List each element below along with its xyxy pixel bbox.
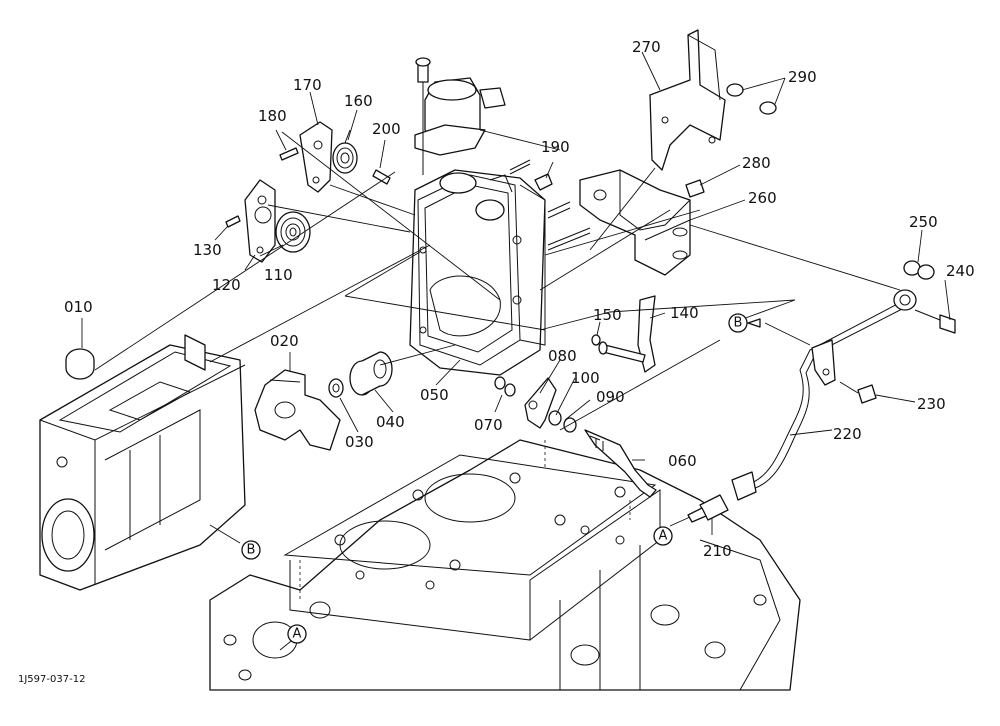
callout-210: 210: [703, 542, 732, 560]
callout-130: 130: [193, 241, 222, 259]
stop-solenoid: [414, 57, 506, 175]
part-010-plug: [65, 348, 95, 380]
callout-240: 240: [946, 262, 975, 280]
callout-150: 150: [593, 306, 622, 324]
callout-200: 200: [372, 120, 401, 138]
callout-290: 290: [788, 68, 817, 86]
o-rings-070: [494, 376, 516, 397]
callout-100: 100: [571, 369, 600, 387]
lever-080: [524, 377, 557, 429]
washers-250: [903, 260, 935, 280]
callout-010: 010: [64, 298, 93, 316]
sleeve-040: [349, 351, 393, 396]
plate-120: [244, 179, 276, 263]
callout-020: 020: [270, 332, 299, 350]
gear-case: [39, 334, 246, 591]
connector-a-block-label: A: [293, 627, 302, 642]
part-190-bolt: [509, 159, 591, 251]
fitting-210: [687, 494, 729, 523]
callout-220: 220: [833, 425, 862, 443]
callout-labels: 010 020 030 040 050 060 070 080 090 100 …: [64, 38, 975, 560]
callout-260: 260: [748, 189, 777, 207]
lever-140: [598, 295, 656, 373]
nut-220-end: [731, 471, 757, 501]
connector-ref-b-case: B: [241, 540, 261, 560]
bolt-280: [685, 179, 705, 198]
callout-230: 230: [917, 395, 946, 413]
assembly-lines: [94, 129, 901, 600]
callout-090: 090: [596, 388, 625, 406]
callout-180: 180: [258, 107, 287, 125]
callout-070: 070: [474, 416, 503, 434]
connector-b-case-label: B: [247, 543, 256, 558]
callout-280: 280: [742, 154, 771, 172]
callout-060: 060: [668, 452, 697, 470]
o-ring-150: [591, 334, 601, 346]
callout-140: 140: [670, 304, 699, 322]
callout-190: 190: [541, 138, 570, 156]
callout-030: 030: [345, 433, 374, 451]
pin-180: [279, 147, 299, 161]
bracket-270: [649, 29, 726, 171]
bracket-260: [579, 169, 691, 276]
engine-block: [209, 439, 801, 691]
shaft-060: [584, 429, 657, 498]
connector-ref-b-pipe: B: [728, 313, 761, 333]
callout-080: 080: [548, 347, 577, 365]
lever-plate-170: [299, 121, 333, 193]
pipe-220: [744, 289, 917, 492]
pin-130: [225, 215, 241, 228]
connector-ref-a-block: A: [287, 624, 307, 644]
callout-270: 270: [632, 38, 661, 56]
callout-160: 160: [344, 92, 373, 110]
washer-090: [563, 417, 577, 433]
callout-170: 170: [293, 76, 322, 94]
spring-110: [275, 211, 311, 253]
flyweight-020: [254, 369, 341, 451]
callout-120: 120: [212, 276, 241, 294]
callout-040: 040: [376, 413, 405, 431]
connector-a-label: A: [659, 529, 668, 544]
connector-ref-a-210: A: [653, 526, 673, 546]
spring-160: [332, 129, 358, 174]
pin-200: [372, 169, 391, 185]
callout-050: 050: [420, 386, 449, 404]
governor-housing: [409, 169, 546, 376]
washer-030: [328, 378, 344, 398]
washer-100: [548, 410, 562, 426]
figure-code: 1J597-037-12: [18, 674, 85, 685]
callout-250: 250: [909, 213, 938, 231]
bolt-230: [839, 381, 877, 404]
nut-290: [726, 83, 777, 115]
connector-b-label: B: [734, 316, 743, 331]
callout-110: 110: [264, 266, 293, 284]
callout-leaders: [81, 51, 951, 651]
